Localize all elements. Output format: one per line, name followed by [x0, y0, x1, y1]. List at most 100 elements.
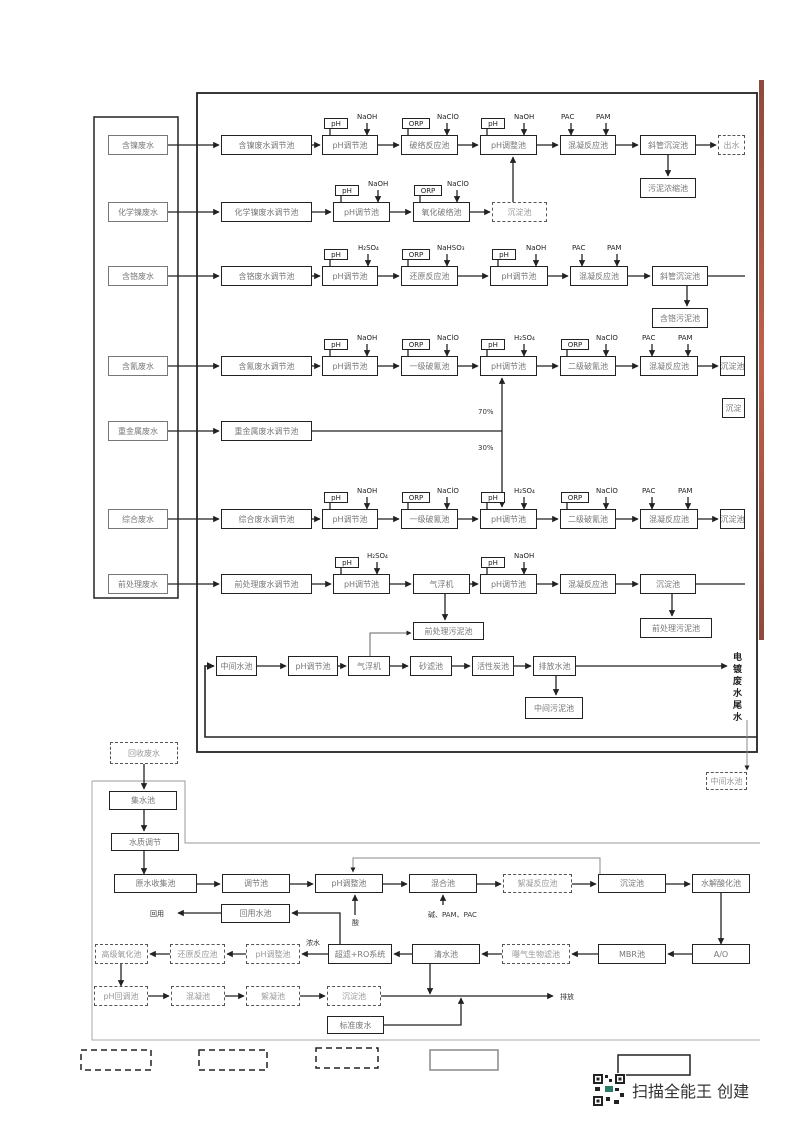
- chemical-dosing-label: H₂SO₄: [514, 334, 535, 342]
- sensor-ph: pH: [481, 557, 505, 568]
- process-tank: pH调节池: [322, 509, 378, 529]
- process-tank: 混凝反应池: [560, 574, 616, 594]
- regulating-tank: 重金属废水调节池: [221, 421, 312, 441]
- process-tank: 二级破氰池: [560, 356, 616, 376]
- sludge-tank: 前处理污泥池: [413, 622, 484, 640]
- chemical-dosing-label: NaClO: [596, 334, 618, 342]
- source-wastewater: 化学镍废水: [108, 202, 168, 222]
- chemical-dosing-label: PAM: [596, 113, 611, 121]
- process-tank: 沉淀池: [598, 874, 666, 893]
- middle-pool: 中间水池: [706, 772, 747, 790]
- chemical-dosing-label: PAC: [642, 334, 656, 342]
- process-tank: pH调节池: [490, 266, 548, 286]
- sensor-ph: pH: [324, 339, 348, 350]
- source-wastewater: 含镍废水: [108, 135, 168, 155]
- process-tank: pH调节池: [333, 574, 390, 594]
- cropped-tank: [315, 1047, 379, 1069]
- process-tank: 沉淀池: [720, 509, 745, 529]
- flow-arrow: [350, 857, 601, 874]
- process-tank: 絮凝池: [246, 986, 300, 1006]
- process-tank: pH调节池: [480, 356, 537, 376]
- process-tank: 混凝反应池: [570, 266, 628, 286]
- sensor-ph: pH: [492, 249, 516, 260]
- discharge-label: 排放: [560, 993, 574, 1001]
- flow-arrow: [369, 630, 412, 656]
- sensor-orp: ORP: [402, 492, 430, 503]
- collection-tank: 集水池: [109, 791, 177, 810]
- process-tank: 沉淀池: [327, 986, 381, 1006]
- flow-arrow: [291, 909, 341, 944]
- process-tank: pH调节池: [322, 266, 378, 286]
- regulating-tank: 含氰废水调节池: [221, 356, 312, 376]
- chemical-dosing-label: NaClO: [437, 487, 459, 495]
- dosing-label: 碱、PAM、PAC: [428, 911, 477, 919]
- process-tank: 水解酸化池: [692, 874, 750, 893]
- chemical-dosing-label: NaOH: [514, 113, 535, 121]
- chemical-dosing-label: PAM: [678, 487, 693, 495]
- acid-label: 酸: [352, 919, 359, 927]
- sludge-tank: 含铬污泥池: [652, 308, 708, 328]
- ro-system: 超滤+RO系统: [328, 944, 392, 964]
- chemical-dosing-label: NaOH: [514, 552, 535, 560]
- process-tank: 混凝反应池: [640, 509, 698, 529]
- return-line: [204, 662, 757, 738]
- process-tank: 沉淀池: [640, 574, 696, 594]
- chemical-dosing-label: NaOH: [357, 487, 378, 495]
- scan-edge-shadow: [759, 80, 764, 640]
- chemical-dosing-label: PAM: [678, 334, 693, 342]
- process-tank: pH回调池: [94, 986, 148, 1006]
- process-tank: 沉淀池: [492, 202, 547, 222]
- chemical-dosing-label: H₂SO₄: [514, 487, 535, 495]
- reuse-tank: 回用水池: [221, 904, 290, 923]
- regulating-tank: 含镍废水调节池: [221, 135, 312, 155]
- cropped-tank: [429, 1049, 499, 1071]
- regulating-tank: 化学镍废水调节池: [221, 202, 312, 222]
- process-tank: pH调整池: [246, 944, 300, 964]
- sludge-tank: 中间污泥池: [525, 697, 583, 719]
- process-tank: 絮凝反应池: [503, 874, 572, 893]
- process-tank: pH调节池: [480, 574, 537, 594]
- sludge-tank: 前处理污泥池: [640, 618, 712, 638]
- sludge-tank: 污泥浓缩池: [640, 178, 696, 198]
- sensor-ph: pH: [481, 492, 505, 503]
- sensor-orp: ORP: [402, 339, 430, 350]
- process-tank: 二级破氰池: [560, 509, 616, 529]
- sensor-orp: ORP: [402, 118, 430, 129]
- chemical-dosing-label: NaOH: [357, 334, 378, 342]
- process-tank: 混凝池: [171, 986, 225, 1006]
- process-tank: 混凝反应池: [560, 135, 616, 155]
- quality-regulation: 水质调节: [111, 833, 179, 851]
- source-wastewater: 含铬废水: [108, 266, 168, 286]
- process-tank: 还原反应池: [401, 266, 458, 286]
- recycle-source: 回收废水: [110, 742, 178, 764]
- split-ratio-label: 70%: [478, 408, 494, 416]
- split-ratio-label: 30%: [478, 444, 494, 452]
- process-tank: A/O: [692, 944, 750, 964]
- process-tank: 高级氧化池: [95, 944, 148, 964]
- lower-system-frame: [92, 780, 760, 844]
- standard-wastewater: 标准废水: [327, 1016, 384, 1034]
- sensor-ph: pH: [335, 557, 359, 568]
- sensor-orp: ORP: [414, 185, 442, 196]
- source-wastewater: 综合废水: [108, 509, 168, 529]
- concentrate-label: 浓水: [306, 939, 320, 947]
- sensor-orp: ORP: [402, 249, 430, 260]
- watermark-text: 扫描全能王 创建: [632, 1082, 750, 1101]
- sensor-ph: pH: [324, 492, 348, 503]
- scanner-watermark: 扫描全能王 创建: [592, 1073, 749, 1107]
- chemical-dosing-label: H₂SO₄: [367, 552, 388, 560]
- reuse-out-label: 回用: [150, 910, 164, 918]
- source-wastewater: 重金属废水: [108, 421, 168, 441]
- process-tank: 斜管沉淀池: [640, 135, 696, 155]
- process-tank: 活性炭池: [472, 656, 514, 676]
- chemical-dosing-label: NaOH: [526, 244, 547, 252]
- lower-system-frame: [91, 781, 760, 1041]
- process-tank: 气浮机: [413, 574, 470, 594]
- flow-arrow: [384, 997, 465, 1026]
- chemical-dosing-label: NaClO: [447, 180, 469, 188]
- chemical-dosing-label: NaClO: [437, 113, 459, 121]
- cropped-tank: [80, 1049, 152, 1071]
- plating-system-frame: [196, 92, 758, 753]
- process-tank: 斜管沉淀池: [652, 266, 708, 286]
- process-tank: pH调节池: [322, 135, 378, 155]
